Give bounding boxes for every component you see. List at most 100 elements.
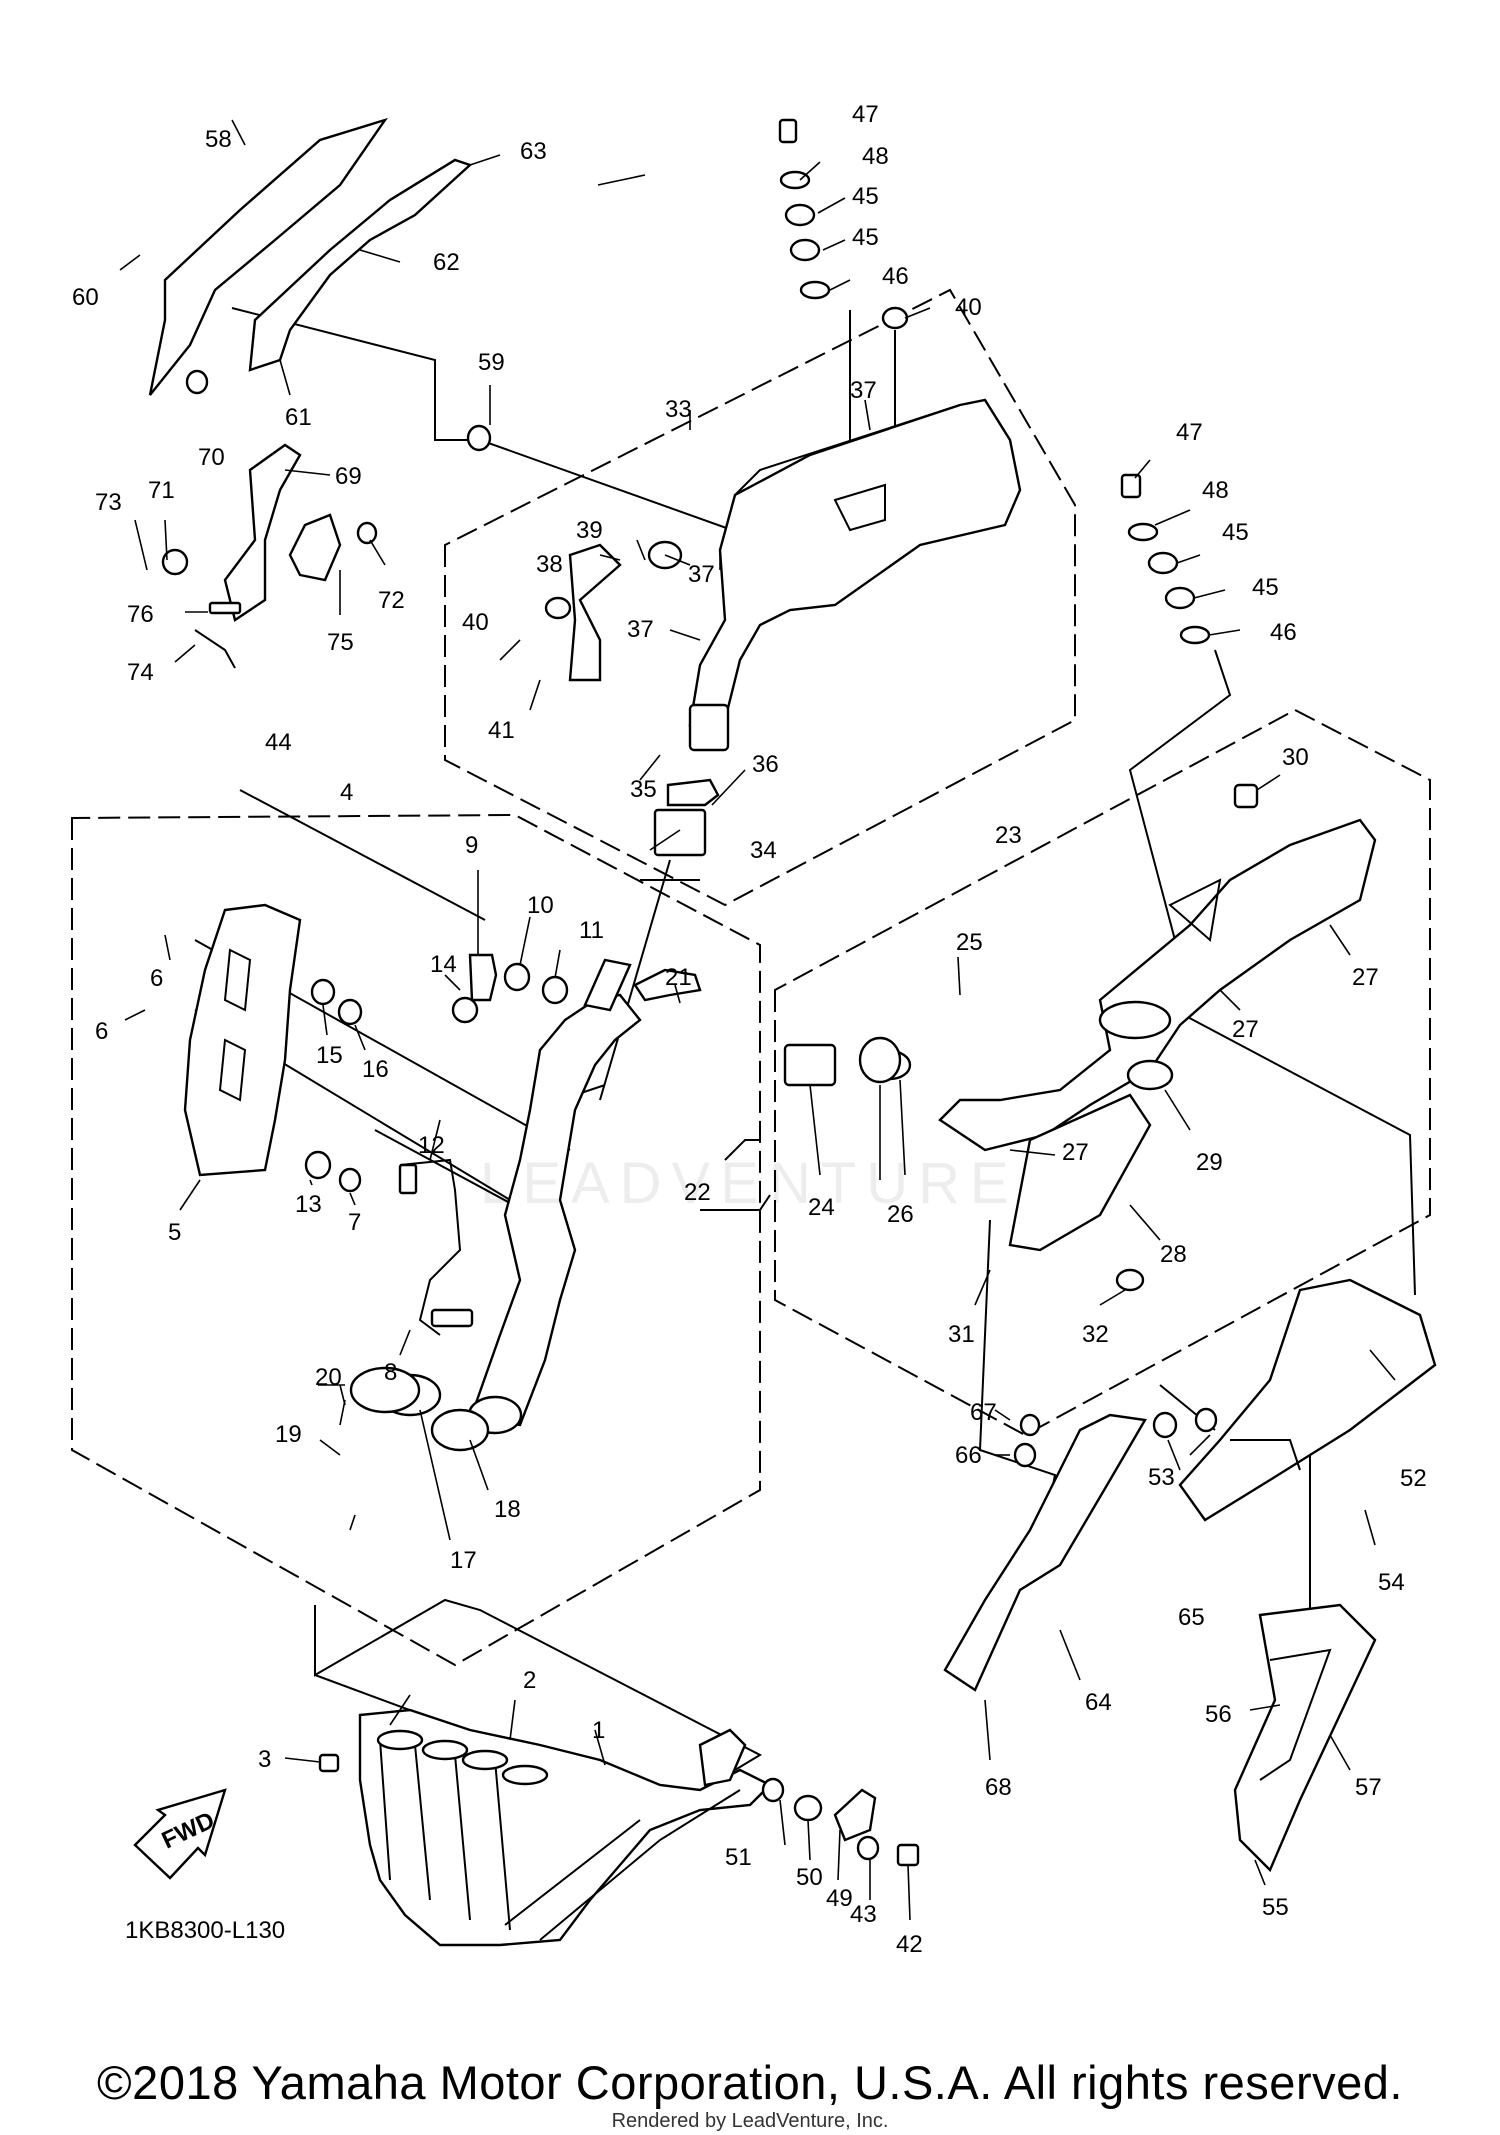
callout-41: 41 [488,717,515,744]
callout-75: 75 [327,629,354,656]
callout-45b: 45 [852,224,879,251]
callout-76: 76 [127,601,154,628]
collar-71 [161,548,189,576]
gasket-2c [461,1749,509,1771]
group-outlines [71,288,1431,1667]
callout-6b: 6 [95,1018,108,1045]
callout-63: 63 [520,138,547,165]
grommet-45b [789,238,821,262]
callout-66: 66 [955,1442,982,1469]
callout-8: 8 [384,1359,397,1386]
washer-10 [503,962,531,992]
gasket-24 [783,1043,837,1087]
callout-45c: 45 [1222,519,1249,546]
cover-62 [248,158,473,372]
callout-32: 32 [1082,1321,1109,1348]
gasket-2b [421,1739,469,1761]
callout-14: 14 [430,951,457,978]
callout-27c: 27 [1062,1139,1089,1166]
callout-20: 20 [315,1364,342,1391]
bracket-9 [468,953,498,1002]
callout-52: 52 [1400,1465,1427,1492]
grommet-45d [1164,586,1196,610]
callout-22: 22 [684,1179,711,1206]
callout-27a: 27 [1352,964,1379,991]
callout-16: 16 [362,1056,389,1083]
callout-53: 53 [1148,1464,1175,1491]
callout-4: 4 [340,779,353,806]
callout-24: 24 [808,1194,835,1221]
callout-64: 64 [1085,1689,1112,1716]
clamp-36 [666,778,720,807]
bracket-28 [1008,1093,1152,1252]
clip-76 [208,601,242,615]
callout-60: 60 [72,284,99,311]
clip-74 [194,629,236,669]
damper-50 [793,1794,823,1822]
callout-36: 36 [752,751,779,778]
callout-3: 3 [258,1746,271,1773]
callout-48b: 48 [1202,477,1229,504]
upper-muffler [688,398,1022,727]
callout-57: 57 [1355,1774,1382,1801]
part-drawings [133,117,1437,1947]
callout-73: 73 [95,489,122,516]
callout-46b: 46 [1270,619,1297,646]
callout-39: 39 [576,517,603,544]
callout-68: 68 [985,1774,1012,1801]
callout-55: 55 [1262,1894,1289,1921]
rendered-by-note: Rendered by LeadVenture, Inc. [611,2110,889,2132]
sensor-wire-8 [399,1158,462,1336]
callout-5: 5 [168,1219,181,1246]
washer-48 [779,170,811,190]
callout-6a: 6 [150,965,163,992]
washer-43 [856,1835,880,1861]
callout-18: 18 [494,1496,521,1523]
damper-15 [310,978,336,1006]
callout-47b: 47 [1176,419,1203,446]
callout-58: 58 [205,126,232,153]
callout-27b: 27 [1232,1016,1259,1043]
damper-66 [1013,1442,1037,1468]
muffler-inlet [688,703,730,752]
damper-70 [185,369,209,395]
callout-9: 9 [465,832,478,859]
callout-44: 44 [265,729,292,756]
callout-34: 34 [750,837,777,864]
bolt-42 [896,1843,920,1867]
bracket-75 [288,513,342,582]
damper-13 [304,1150,332,1180]
callout-69: 69 [335,463,362,490]
callout-37c: 37 [627,616,654,643]
callout-17: 17 [450,1547,477,1574]
gasket-2d [501,1764,549,1786]
gasket-19 [349,1366,421,1414]
callout-15: 15 [316,1042,343,1069]
callout-19: 19 [275,1421,302,1448]
callout-45a: 45 [852,183,879,210]
callout-40b: 40 [462,609,489,636]
callout-37b: 37 [688,561,715,588]
bolt-30 [1233,783,1259,809]
exhaust-mid-pipe [468,993,642,1427]
callout-59: 59 [478,349,505,376]
callout-7: 7 [348,1209,361,1236]
watermark: LEADVENTURE [480,1151,1019,1216]
pipe-21 [633,968,702,1002]
grommet-45c [1147,551,1179,575]
callout-46a: 46 [882,263,909,290]
rubber-40 [881,306,909,330]
header-bracket [698,1728,747,1787]
bracket-49 [833,1788,877,1842]
collar-59 [466,424,492,452]
collar-46b [1179,625,1211,645]
nut-11 [541,975,569,1005]
callout-33: 33 [665,396,692,423]
clamp-26 [858,1036,902,1084]
bolt-47b [1120,473,1142,499]
callout-70: 70 [198,444,225,471]
damper-32 [1115,1268,1145,1292]
callout-10: 10 [527,892,554,919]
gasket-2a [376,1729,424,1751]
callout-12: 12 [418,1132,445,1159]
